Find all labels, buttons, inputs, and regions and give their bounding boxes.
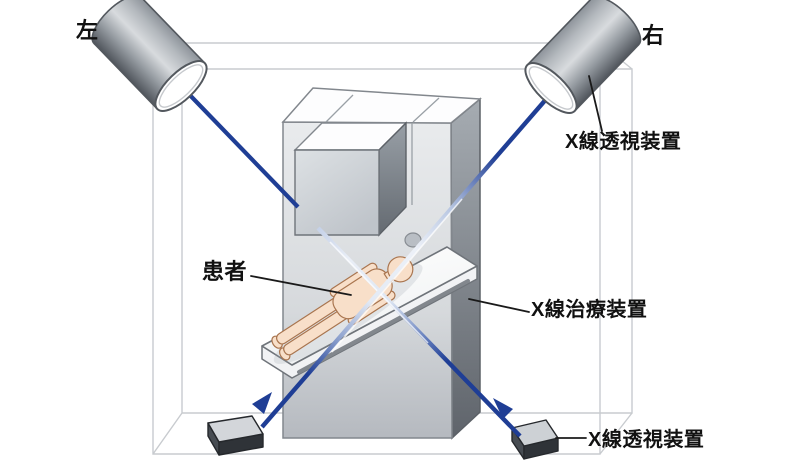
floor-detector-left (207, 415, 264, 456)
callout-therapy-device (468, 298, 530, 313)
callout-patient (250, 275, 352, 296)
machine-notch-edges (325, 94, 440, 205)
xray-beams (181, 86, 550, 438)
cylinder-aperture-rim (528, 66, 574, 110)
beam-right-highlight (331, 198, 463, 353)
beam-right-segment (260, 95, 550, 429)
beam-left-lower-segment (316, 226, 522, 438)
machine-top-face (281, 87, 482, 124)
label-fluoroscopy-bottom: X線透視装置 (588, 429, 705, 451)
callout-lines (250, 75, 603, 439)
label-right-marker: 右 (642, 23, 665, 48)
cylinder-aperture-rim (158, 64, 204, 108)
detector-left-top (207, 415, 264, 443)
treatment-head-front (294, 149, 380, 236)
beam-left-upper-segment (181, 86, 300, 209)
couch-rail-groove (297, 279, 470, 374)
label-fluoroscopy-top: X線透視装置 (565, 131, 682, 153)
beam-port (404, 232, 422, 248)
floor-detector-right (511, 419, 559, 460)
fluoroscopy-cylinder-right (524, 0, 642, 114)
beam-arrowhead-right (493, 398, 513, 419)
label-therapy-device: X線治療装置 (531, 299, 648, 321)
label-left-marker: 左 (76, 18, 99, 43)
fluoroscopy-cylinder-left (91, 0, 208, 112)
label-patient: 患者 (202, 259, 248, 284)
cylinder-aperture (524, 62, 578, 114)
cylinder-aperture (154, 60, 208, 112)
beam-arrowhead-left (252, 392, 272, 414)
callout-fluoroscopy-top (588, 75, 603, 132)
